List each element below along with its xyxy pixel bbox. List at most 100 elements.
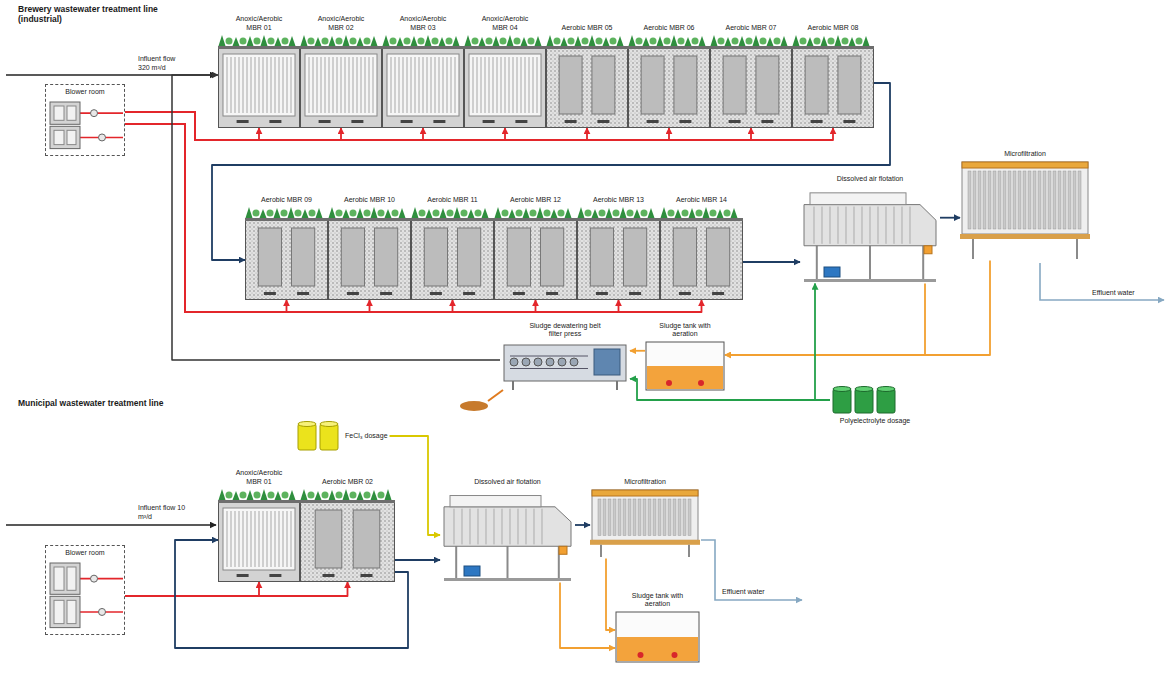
sludge-tank-illustration [615, 611, 700, 663]
aerator [264, 292, 276, 295]
tree [724, 210, 731, 217]
skimmer-hood [810, 193, 906, 205]
membrane-plate [235, 57, 236, 113]
filter-cartridge [998, 171, 1001, 229]
tank-rib [886, 207, 887, 244]
filter-cartridge [1078, 171, 1081, 229]
tree [301, 35, 308, 46]
filter-cartridge [1013, 171, 1016, 229]
tree [800, 38, 807, 45]
membrane-plate [489, 57, 490, 113]
sludge-chute [559, 547, 567, 555]
membrane-plate [373, 57, 374, 113]
filter-cartridge [618, 499, 621, 535]
tree [453, 36, 460, 46]
aerator [698, 380, 704, 386]
membrane-plate [501, 57, 502, 113]
aerobic-tank-illustration [546, 34, 628, 128]
node-label: Aerobic MBR 14 [674, 196, 730, 204]
aerobic-tank-illustration [660, 206, 743, 300]
aerator [483, 120, 495, 123]
blower-motor [67, 131, 76, 145]
drum [298, 424, 316, 450]
tree [336, 492, 343, 499]
flow-line [725, 283, 925, 355]
drum-lid [298, 422, 316, 427]
node-label: FeCl₃ dosage [345, 432, 388, 440]
tree [793, 35, 800, 46]
membrane-module [805, 56, 828, 114]
membrane-plate [353, 57, 354, 113]
membrane-module [341, 228, 364, 286]
support-leg [616, 381, 618, 390]
effluent-line [1040, 263, 1164, 300]
aerator [597, 120, 609, 123]
tree [863, 36, 870, 46]
flotation-unit: Dissolved air flotation [800, 175, 940, 283]
membrane-module [673, 228, 696, 286]
tree [357, 491, 364, 500]
node-label: Sludge tank with aeration [628, 592, 688, 609]
tree [620, 207, 627, 218]
tree [514, 38, 521, 45]
tree [634, 209, 641, 218]
tree [710, 210, 717, 217]
tank-rib [542, 509, 543, 545]
tree [472, 38, 479, 45]
tree [336, 210, 343, 217]
tree [596, 38, 603, 45]
tree [432, 38, 439, 45]
tree [675, 209, 682, 218]
aerobic-tank: Aerobic MBR 08 [792, 24, 874, 128]
node-label: Polyelectrolyte dosage [832, 417, 918, 425]
membrane-plate [477, 57, 478, 113]
tank-body [661, 219, 743, 300]
tree [399, 208, 406, 218]
membrane-plate [309, 57, 310, 113]
tree [357, 37, 364, 46]
flow-line [630, 350, 645, 352]
node-label: Sludge tank with aeration [655, 322, 715, 339]
tree [260, 209, 267, 218]
membrane-plate [259, 511, 260, 567]
blower-room-illustration [46, 560, 124, 631]
skimmer-hood [450, 496, 541, 507]
tree [454, 207, 461, 218]
tree [641, 210, 648, 217]
tree [419, 210, 426, 217]
microfiltration-unit-illustration [960, 160, 1090, 260]
tree [289, 490, 296, 500]
tank-rib [510, 509, 511, 545]
blower-room-illustration [46, 99, 124, 152]
valve [99, 609, 106, 616]
tank-body [465, 47, 546, 128]
tree [404, 38, 411, 45]
tree [479, 37, 486, 46]
flow-line [125, 582, 348, 596]
tree [233, 37, 240, 46]
membrane-module [559, 56, 582, 114]
sludge-fill [617, 637, 698, 661]
tree [530, 210, 537, 217]
flow-line [575, 524, 590, 526]
flow-line [815, 283, 830, 400]
membrane-plate [403, 57, 404, 113]
tank-body [246, 219, 328, 300]
node-label: Aerobic MBR 12 [508, 196, 564, 204]
aerator [430, 292, 442, 295]
membrane-module [457, 228, 480, 286]
node-label: Aerobic MBR 09 [259, 196, 315, 204]
node-label: Aerobic MBR 13 [591, 196, 647, 204]
tree [537, 207, 544, 218]
filter-cartridge [988, 171, 991, 229]
tree [516, 210, 523, 217]
filter-cartridge [673, 499, 676, 535]
tree [606, 208, 613, 218]
aerator [672, 652, 678, 658]
support-leg [869, 244, 871, 282]
filter-cartridge [663, 499, 666, 535]
tank-rib [862, 207, 863, 244]
tank-rail [411, 218, 494, 221]
membrane-plate [279, 511, 280, 567]
filter-header [592, 490, 698, 496]
